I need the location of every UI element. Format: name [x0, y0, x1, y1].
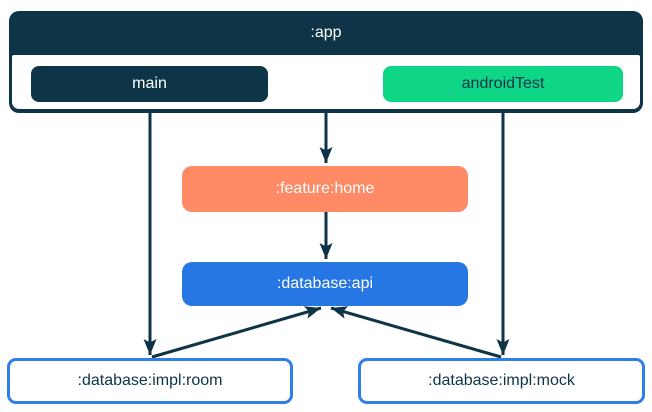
source-set-main: main [31, 66, 268, 102]
node-app-header: :app [9, 11, 643, 55]
source-set-androidtest: androidTest [383, 66, 623, 102]
node-feature-home: :feature:home [182, 166, 468, 212]
node-feature-home-label: :feature:home [275, 180, 375, 197]
node-database-api-label: :database:api [276, 275, 374, 292]
node-database-impl-mock-label: :database:impl:mock [428, 372, 575, 389]
edge-impl-mock-to-database-api [330, 306, 502, 359]
node-app-body: main androidTest [12, 55, 640, 109]
node-database-impl-mock: :database:impl:mock [358, 358, 645, 404]
node-database-impl-room: :database:impl:room [7, 358, 293, 404]
node-app: :app main androidTest [9, 11, 643, 113]
node-database-api: :database:api [182, 262, 468, 306]
source-set-androidtest-label: androidTest [461, 75, 545, 92]
node-database-impl-room-label: :database:impl:room [77, 372, 223, 389]
source-set-main-label: main [132, 75, 167, 92]
edge-impl-room-to-database-api [151, 306, 322, 359]
node-app-label: :app [310, 24, 342, 41]
